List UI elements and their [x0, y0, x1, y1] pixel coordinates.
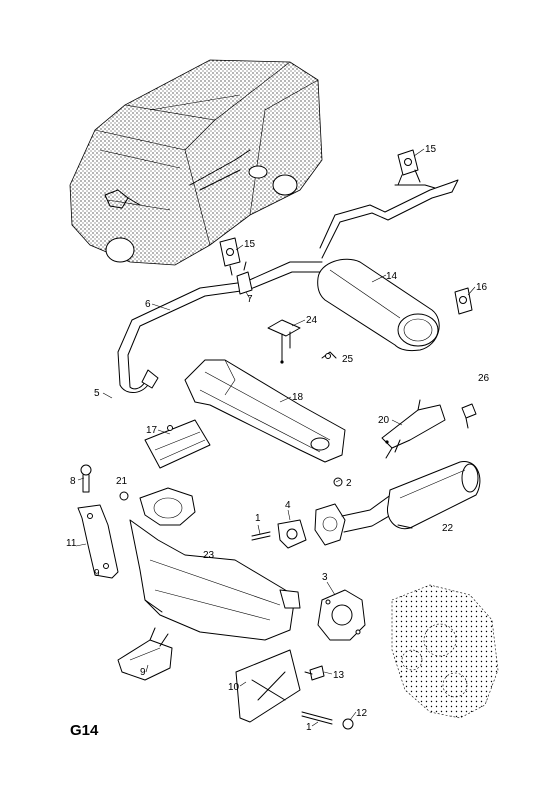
clip-26: [461, 403, 477, 429]
callout-5: 5: [94, 388, 100, 399]
screw-25: [321, 351, 337, 359]
page-code: G14: [70, 722, 99, 739]
gasket-4: [277, 519, 307, 549]
callout-7: 7: [247, 294, 253, 305]
callout-2: 2: [346, 478, 352, 489]
front-pipe-silencer: [314, 461, 481, 546]
callout-16: 16: [476, 282, 488, 293]
callout-11: 11: [66, 538, 77, 549]
callout-4: 4: [285, 500, 291, 511]
callout-12: 12: [356, 708, 368, 719]
callout-24: 24: [306, 315, 318, 326]
rubber-mount-right: [454, 287, 473, 315]
cover-plate-10: [235, 649, 301, 723]
callout-9-upper: 9: [94, 568, 100, 579]
pipe-clamp: [236, 261, 253, 295]
tail-pipe: [319, 179, 459, 259]
rubber-mount-upper: [397, 149, 421, 186]
callout-13: 13: [333, 670, 345, 681]
catalytic-converter: [129, 487, 301, 641]
callout-17: 17: [146, 425, 158, 436]
callout-23: 23: [203, 550, 215, 561]
callout-6: 6: [145, 299, 151, 310]
nut-21: [119, 491, 129, 501]
vehicle-outline: [69, 59, 323, 266]
callout-26: 26: [478, 373, 490, 384]
callout-14: 14: [386, 271, 398, 282]
heat-shield: [184, 359, 346, 463]
hanger-bracket: [267, 319, 301, 364]
mounting-bracket-11: [77, 504, 119, 579]
callout-20: 20: [378, 415, 390, 426]
leader-lines: [75, 148, 476, 727]
heat-shield-bracket: [144, 419, 211, 469]
rubber-mount-middle: [219, 237, 241, 276]
callout-15-upper: 15: [425, 144, 437, 155]
callout-21: 21: [116, 476, 128, 487]
support-bracket-20: [381, 399, 446, 459]
stud-bolt-1-upper: [251, 531, 271, 541]
callout-22: 22: [442, 523, 454, 534]
callout-25: 25: [342, 354, 354, 365]
callout-3: 3: [322, 572, 328, 583]
callout-8: 8: [70, 476, 76, 487]
intermediate-pipe: [117, 261, 323, 393]
bolt-13: [304, 665, 325, 681]
engine-reference: [391, 584, 499, 719]
bolt-8: [80, 464, 92, 493]
callout-1-upper: 1: [255, 513, 261, 524]
callout-labels: 15 15 14 16 6 7 24 25 26 5 18 20 17 8 21…: [66, 144, 490, 733]
callout-18: 18: [292, 392, 304, 403]
callout-1-lower: 1: [306, 722, 312, 733]
nut-12: [342, 718, 354, 730]
rear-silencer: [317, 258, 440, 351]
nut-2: [333, 477, 343, 487]
callout-10: 10: [228, 682, 240, 693]
callout-15-middle: 15: [244, 239, 256, 250]
mounting-bracket-9: [117, 627, 173, 681]
callout-9-lower: 9: [140, 667, 146, 678]
flange-gasket-3: [317, 589, 366, 641]
stud-bolt-1-lower: [301, 711, 333, 725]
